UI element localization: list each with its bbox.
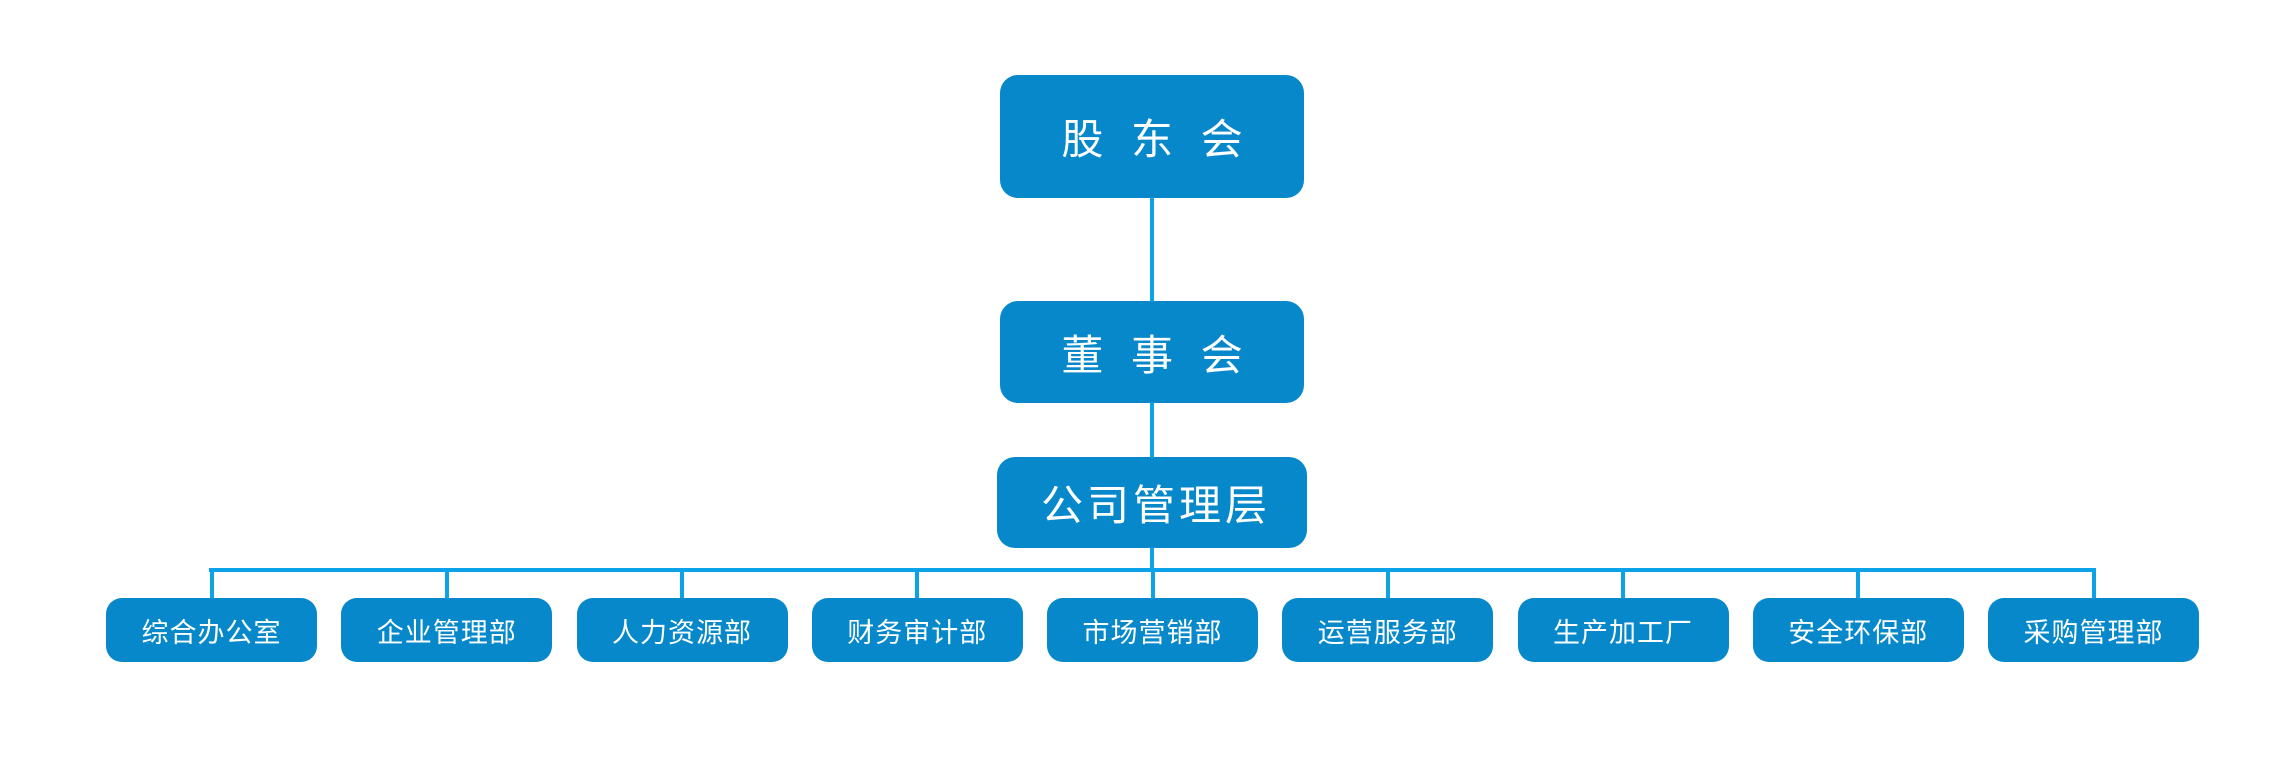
dept-node-marketing: 市场营销部 (1047, 568, 1258, 662)
connector-board-management (1150, 403, 1154, 457)
dept-node-general-office: 综合办公室 (106, 568, 317, 662)
org-node-shareholders: 股 东 会 (1000, 75, 1304, 198)
dept-node-production-plant: 生产加工厂 (1517, 568, 1729, 662)
dept-node-procurement: 采购管理部 (1988, 568, 2199, 662)
dept-node-finance-audit: 财务审计部 (811, 568, 1023, 662)
connector-management-rail (1150, 548, 1154, 572)
connector-shareholders-board (1150, 198, 1154, 301)
org-node-management: 公司管理层 (997, 457, 1307, 548)
department-row: 综合办公室 企业管理部 人力资源部 财务审计部 市场营销部 运营服务部 生产加工… (106, 568, 2199, 662)
dept-node-safety-environment: 安全环保部 (1752, 568, 1964, 662)
dept-node-enterprise-management: 企业管理部 (341, 568, 553, 662)
dept-node-human-resources: 人力资源部 (576, 568, 788, 662)
dept-node-operations-service: 运营服务部 (1282, 568, 1494, 662)
org-node-board: 董 事 会 (1000, 301, 1304, 403)
